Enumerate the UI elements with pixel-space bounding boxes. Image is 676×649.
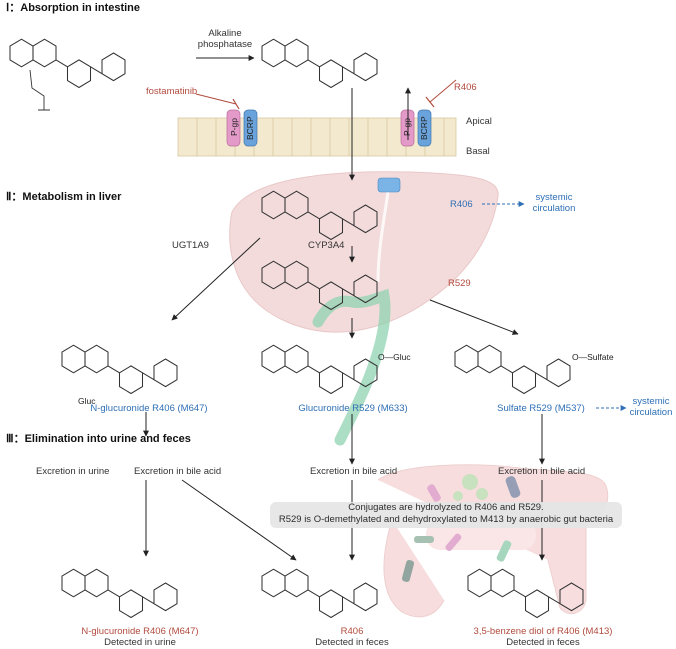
label-r406-liver: R406 — [450, 199, 473, 210]
note-box: Conjugates are hydrolyzed to R406 and R5… — [270, 502, 622, 528]
liver-shape — [229, 171, 499, 333]
label-glucuronide-r529: Glucuronide R529 (M633) — [298, 403, 408, 414]
gut-illustration — [377, 464, 609, 618]
label-final-m413-sub: Detected in feces — [506, 637, 580, 648]
label-o-sulfate: O—Sulfate — [572, 352, 614, 362]
inhibit-r406 — [429, 79, 457, 103]
label-o-gluc: O—Gluc — [378, 352, 411, 362]
liver-vessel — [376, 191, 390, 283]
label-fostamatinib: fostamatinib — [146, 86, 198, 97]
label-final-m647-sub: Detected in urine — [104, 637, 176, 648]
label-ugt1a9: UGT1A9 — [172, 240, 209, 251]
arrow-r529-sulfate — [429, 299, 519, 335]
label-alkaline-phosphatase: Alkaline phosphatase — [197, 28, 253, 50]
label-basal: Basal — [466, 146, 490, 157]
arrow-bile-to-r406 — [181, 479, 297, 561]
note-line-1: Conjugates are hydrolyzed to R406 and R5… — [348, 502, 544, 513]
intestinal-membrane — [177, 109, 457, 157]
label-apical: Apical — [466, 116, 492, 127]
label-final-r406: R406 — [340, 626, 364, 637]
label-gluc-sub: Gluc — [78, 396, 96, 406]
label-r406-inhibitor: R406 — [454, 82, 477, 93]
label-n-glucuronide: N-glucuronide R406 (M647) — [90, 403, 208, 414]
label-final-r406-sub: Detected in feces — [315, 637, 389, 648]
section-elimination: Ⅲ：Elimination into urine and feces — [6, 433, 191, 445]
section-absorption: Ⅰ：Absorption in intestine — [6, 2, 141, 14]
label-r529: R529 — [448, 278, 471, 289]
molecule-n-gluc — [61, 344, 178, 395]
label-excretion-urine: Excretion in urine — [36, 466, 110, 477]
label-excretion-bile-2: Excretion in bile acid — [310, 466, 398, 477]
label-cyp3a4: CYP3A4 — [308, 240, 345, 251]
liver-transporter — [377, 177, 401, 193]
molecule-fostamatinib — [9, 38, 126, 89]
pgp-transporter-left — [226, 109, 241, 147]
label-sulfate-r529: Sulfate R529 (M537) — [497, 403, 585, 414]
inhibit-fostamatinib — [195, 93, 237, 105]
bcrp-transporter-right — [417, 109, 432, 147]
molecule-sulfate-r529 — [454, 344, 571, 395]
arrow-ugt — [171, 237, 261, 321]
label-final-m413: 3,5-benzene diol of R406 (M413) — [473, 626, 613, 637]
label-systemic-circulation-2: systemic circulation — [629, 396, 673, 418]
bile-duct — [312, 288, 391, 446]
molecule-r406-top — [261, 38, 378, 89]
molecule-r406-final — [261, 568, 378, 619]
label-pgp-right: P-gp — [402, 118, 412, 136]
label-excretion-bile-1: Excretion in bile acid — [134, 466, 222, 477]
label-pgp-left: P-gp — [229, 118, 239, 136]
bcrp-transporter-left — [243, 109, 258, 147]
note-line-2: R529 is O-demethylated and dehydroxylate… — [278, 514, 614, 525]
label-systemic-circulation-1: systemic circulation — [532, 192, 576, 214]
label-final-m647: N-glucuronide R406 (M647) — [81, 626, 199, 637]
label-bcrp-right: BCRP — [419, 116, 429, 140]
section-metabolism: Ⅱ：Metabolism in liver — [6, 191, 122, 203]
label-bcrp-left: BCRP — [245, 116, 255, 140]
phosphate-tail — [29, 69, 50, 111]
molecule-m647-final — [61, 568, 178, 619]
label-excretion-bile-3: Excretion in bile acid — [498, 466, 586, 477]
